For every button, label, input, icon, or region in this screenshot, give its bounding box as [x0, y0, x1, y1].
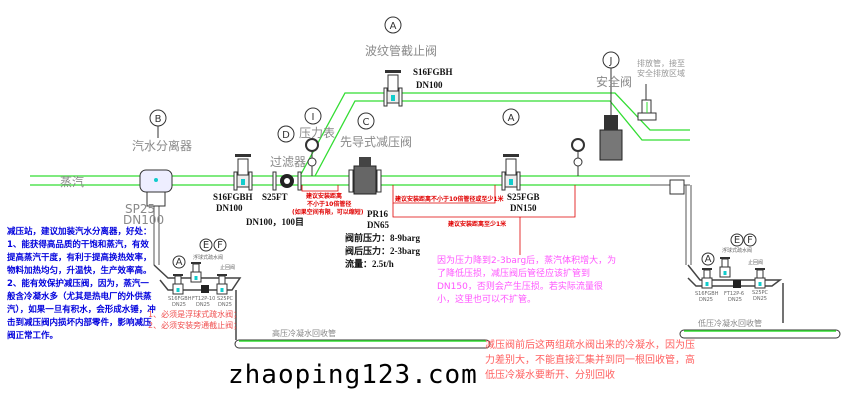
main-steam-pipe	[30, 92, 690, 186]
tag-f-trap-right: F	[747, 235, 753, 246]
dimension-lines	[301, 185, 576, 255]
trap-left-float-trap[interactable]	[201, 285, 209, 293]
stop-valve-a1[interactable]	[233, 153, 253, 191]
strainer[interactable]	[272, 171, 302, 191]
tag-i: I	[312, 112, 315, 123]
trap-right-s2: DN25	[728, 297, 742, 303]
note-separator-benefits: 减压站，建议加装汽水分离器，好处：1、能获得高品质的干饱和蒸汽，有效提高蒸汽干度…	[7, 227, 156, 341]
separator-model: SP25	[125, 202, 155, 216]
trap-right-s1: DN25	[699, 297, 713, 303]
trap-right-check-label: 止回阀	[748, 259, 763, 266]
tag-f-trap-left: F	[217, 240, 223, 251]
outlet-pressure: 阀后压力：2-3barg	[345, 246, 420, 256]
trap-right-m1: S16FGBH	[695, 291, 719, 297]
trap-right-stop-valve[interactable]	[701, 267, 713, 289]
trap-left-m3: S25PC	[217, 296, 234, 302]
tag-b: B	[155, 114, 162, 125]
filter-size: DN100，100目	[246, 217, 304, 227]
tag-a-bypass: A	[390, 21, 397, 32]
bypass-globe-valve[interactable]	[383, 69, 403, 107]
dim1-line1: 建议安装距离	[306, 192, 342, 200]
prv-parameters: 阀前压力：8-9barg 阀后压力：2-3barg 流量：2.5t/h	[345, 232, 420, 271]
flow-rate: 流量：2.5t/h	[345, 259, 394, 269]
lp-return-label: 低压冷凝水回收管	[698, 318, 762, 328]
tag-j: J	[609, 56, 613, 67]
valve-a2-model: S25FGB	[507, 192, 540, 202]
safety-name: 安全阀	[596, 74, 632, 89]
trap-left-check-label: 止回阀	[220, 264, 235, 271]
discharge-pipe	[637, 84, 657, 121]
filter-name: 过滤器	[270, 155, 306, 169]
hp-return-label: 高压冷凝水回收管	[272, 328, 336, 338]
trap-left-bypass-valve[interactable]	[190, 261, 202, 283]
tag-a2: A	[508, 113, 515, 124]
filter-model: S25FT	[262, 192, 288, 202]
tag-e-trap-right: E	[734, 235, 740, 246]
pressure-reducing-valve[interactable]	[348, 157, 382, 195]
steam-label: 蒸汽	[60, 174, 84, 189]
trap-right-float-label: 浮球式疏水阀	[722, 247, 752, 254]
valve-a2-size: DN150	[510, 203, 537, 213]
trap-left-m2: FT12P-10	[192, 296, 215, 302]
prv-size: DN65	[367, 220, 389, 230]
dim1-line2: 不小于10倍管径	[307, 200, 351, 208]
watermark: zhaoping123.com	[228, 360, 478, 390]
tag-d: D	[282, 130, 290, 141]
separator-size: DN100	[123, 213, 164, 227]
inlet-pressure: 阀前压力：8-9barg	[345, 233, 420, 243]
left-trap-bypass	[153, 264, 242, 340]
discharge-line2: 安全排放区域	[637, 68, 685, 78]
stop-valve-a2[interactable]	[501, 153, 521, 191]
bypass-valve-model: S16FGBH	[413, 67, 453, 77]
dim2-text: 建议安装距离不小于10倍管径或至少1米	[395, 195, 504, 203]
gauge1-name: 压力表	[299, 126, 335, 140]
trap-left-req2: 2、必须安装旁通截止阀；	[148, 320, 241, 330]
steam-separator	[139, 169, 173, 207]
trap-right-bypass-valve[interactable]	[719, 256, 731, 278]
trap-right-float-trap[interactable]	[733, 280, 741, 288]
note-condensate-separation: 减压阀前后这两组疏水阀出来的冷凝水，因为压力差别大，不能直接汇集并到同一根回收管…	[485, 340, 695, 381]
bypass-valve-name: 波纹管截止阀	[365, 43, 437, 58]
trap-left-check-valve[interactable]	[216, 273, 228, 295]
tag-a-trap-left: A	[176, 257, 183, 268]
trap-right-check-valve[interactable]	[754, 267, 766, 289]
lp-condensate-return-pipe	[679, 329, 841, 339]
trap-right-m2: FT12P-6	[724, 291, 744, 297]
pressure-gauge-2	[571, 138, 585, 176]
tag-e-trap-left: E	[203, 240, 209, 251]
drain-pocket	[669, 179, 685, 195]
valve-a1-size: DN100	[216, 203, 243, 213]
tag-a-trap-right: A	[705, 254, 712, 265]
separator-name: 汽水分离器	[132, 138, 192, 153]
discharge-line1: 排放管，接至	[637, 58, 685, 68]
trap-left-req1: 1、必须是浮球式疏水阀；	[148, 309, 241, 319]
trap-left-float-label: 浮球式疏水阀	[193, 254, 223, 261]
trap-left-s2: DN25	[196, 302, 210, 308]
right-trap-bypass	[687, 264, 784, 323]
prv-model: PR16	[367, 209, 388, 219]
note-pipe-expansion: 因为压力降到2-3barg后，蒸汽体积增大，为了降低压损，减压阀后管径应该扩管到…	[437, 256, 617, 305]
trap-right-m3: S25PC	[752, 290, 769, 296]
pressure-gauge-1	[305, 138, 319, 176]
safety-valve[interactable]	[599, 115, 623, 161]
trap-left-stop-valve[interactable]	[172, 273, 184, 295]
trap-left-s1: DN25	[172, 302, 186, 308]
hp-condensate-return-pipe	[234, 339, 491, 349]
trap-left-m1: S16FGBH	[168, 296, 192, 302]
dim3-text: 建议安装距离至少1米	[448, 220, 506, 228]
bypass-valve-size: DN100	[416, 80, 443, 90]
prv-name: 先导式减压阀	[340, 135, 412, 149]
valve-a1-model: S16FGBH	[213, 192, 253, 202]
trap-left-s3: DN25	[218, 302, 232, 308]
tag-c: C	[363, 117, 370, 128]
trap-right-s3: DN25	[753, 296, 767, 302]
dim1-line3: (如果空间有限，可以缩短)	[292, 208, 364, 216]
